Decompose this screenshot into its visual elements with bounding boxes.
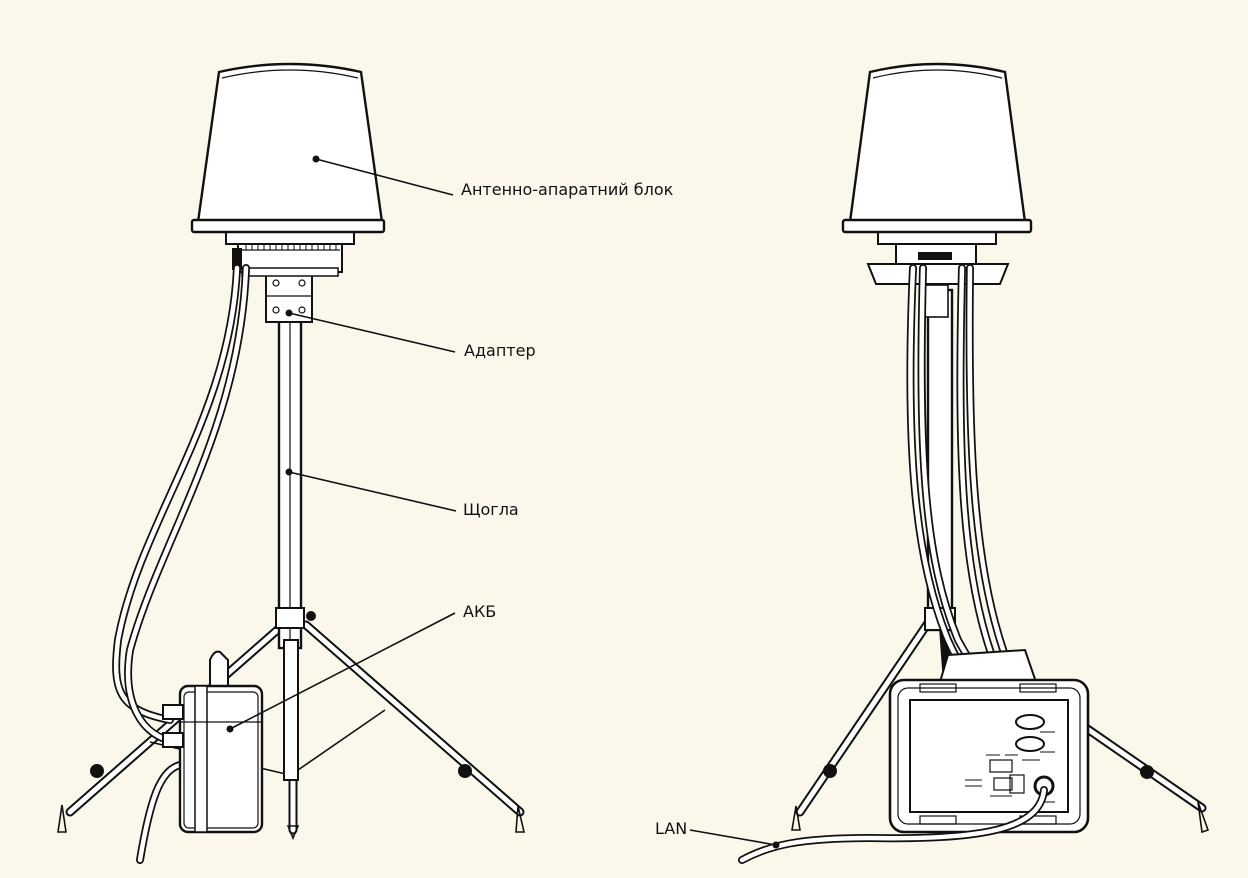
right-assembly: [689, 62, 1210, 864]
label-antenna-unit: Антенно-апаратний блок: [461, 180, 674, 199]
left-mast: [275, 316, 305, 781]
left-dome-base: [225, 231, 355, 277]
left-assembly: [57, 62, 526, 864]
left-antenna-dome: [190, 62, 386, 234]
lan-cable: [738, 786, 1048, 864]
right-battery: [888, 648, 1090, 834]
right-dome-base: [866, 231, 1010, 318]
label-mast: Щогла: [463, 500, 519, 519]
label-battery: АКБ: [463, 602, 496, 621]
left-battery: [162, 650, 264, 834]
label-adapter: Адаптер: [464, 341, 536, 360]
left-cables: [112, 264, 250, 864]
right-antenna-dome: [841, 62, 1033, 234]
label-lan: LAN: [655, 819, 687, 838]
